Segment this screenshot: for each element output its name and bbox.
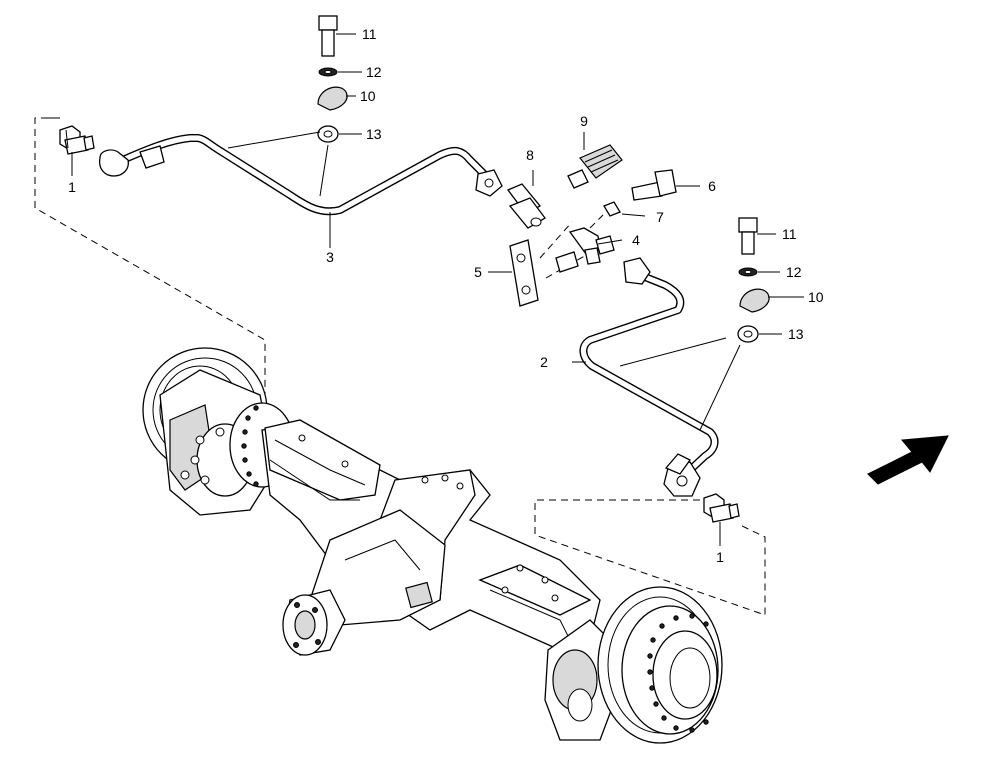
callout-10-right: 10 xyxy=(808,289,824,305)
callout-4: 4 xyxy=(632,232,640,248)
callout-9: 9 xyxy=(580,113,588,129)
brake-pipe-2 xyxy=(579,257,719,497)
callout-11-top: 11 xyxy=(362,26,377,42)
brake-pipe-3 xyxy=(98,134,503,216)
callout-6: 6 xyxy=(708,178,716,194)
front-direction-arrow-icon xyxy=(867,435,949,485)
callout-12-right: 12 xyxy=(786,264,802,280)
callout-11-right: 11 xyxy=(782,226,797,242)
callout-12-top: 12 xyxy=(366,64,382,80)
fitting-1-left xyxy=(59,125,95,155)
callout-13-right: 13 xyxy=(788,326,804,342)
callout-5: 5 xyxy=(474,264,482,280)
callout-8: 8 xyxy=(526,147,534,163)
fitting-8 xyxy=(506,183,546,229)
axle-assembly xyxy=(142,347,723,744)
fitting-1-right xyxy=(703,493,740,523)
leader-lines xyxy=(71,33,804,546)
callout-7: 7 xyxy=(656,209,664,225)
washer-7 xyxy=(603,201,621,217)
callout-1-left: 1 xyxy=(68,179,76,195)
callout-labels: 1 1 2 3 4 5 6 7 8 9 10 10 11 11 12 12 13… xyxy=(68,26,824,565)
callout-13-top: 13 xyxy=(366,126,382,142)
differential-carrier xyxy=(282,509,446,656)
callout-2: 2 xyxy=(540,354,548,370)
bolt-6 xyxy=(631,169,677,201)
right-wheel-hub xyxy=(544,586,723,744)
hardware-stack-right xyxy=(737,217,770,343)
callout-10-top: 10 xyxy=(360,88,376,104)
callout-1-right: 1 xyxy=(716,549,724,565)
bracket-plate-5 xyxy=(509,239,539,307)
callout-3: 3 xyxy=(326,249,334,265)
hardware-stack-top xyxy=(317,15,348,143)
bleed-valve-9 xyxy=(567,144,623,189)
tee-fitting-4 xyxy=(555,227,615,273)
